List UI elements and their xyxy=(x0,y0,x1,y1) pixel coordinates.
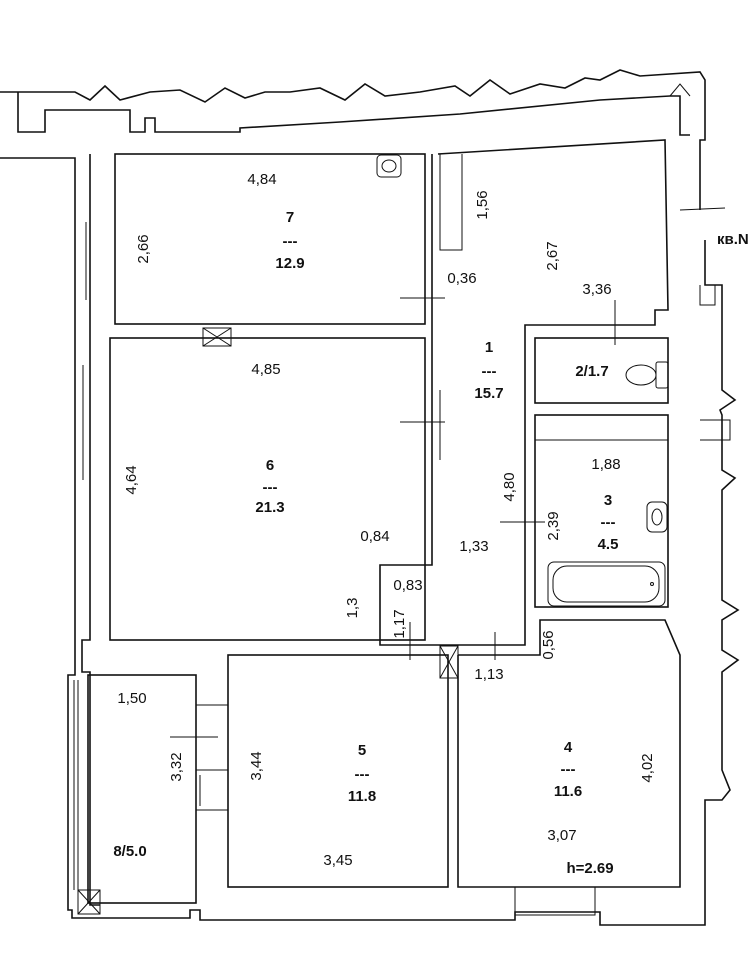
dimension-label: 0,84 xyxy=(360,528,389,545)
door-marks xyxy=(170,207,726,738)
right-facade xyxy=(704,240,740,895)
room-7-outline xyxy=(114,153,426,325)
room-8-outline xyxy=(87,674,197,904)
sink-icon xyxy=(376,154,402,178)
room-area: 4.5 xyxy=(598,536,619,553)
dimension-label: 4,85 xyxy=(251,361,280,378)
top-facade-outer xyxy=(0,69,706,210)
dimension-label: 1,88 xyxy=(591,456,620,473)
room-separator: --- xyxy=(355,766,370,783)
dimension-label: 1,17 xyxy=(391,609,408,638)
dimension-label: 3,36 xyxy=(582,281,611,298)
room-4-outline xyxy=(457,619,681,888)
room-number: 6 xyxy=(266,457,274,474)
vent-shafts xyxy=(77,327,459,915)
room-separator: --- xyxy=(561,761,576,778)
apartment-label: кв.N xyxy=(717,231,749,248)
dimension-label: 3,45 xyxy=(323,852,352,869)
room-area: 11.8 xyxy=(348,788,376,805)
left-facade xyxy=(0,157,706,926)
dimension-label: 4,64 xyxy=(123,465,140,494)
room-number: 3 xyxy=(604,492,612,509)
room-number: 5 xyxy=(358,742,366,759)
room-number: 4 xyxy=(564,739,573,756)
dimension-label: 4,02 xyxy=(639,753,656,782)
dimension-label: 0,56 xyxy=(540,630,557,659)
dimension-label: 3,44 xyxy=(248,751,265,780)
dimension-label: 1,33 xyxy=(459,538,488,555)
vent-icon xyxy=(439,645,459,679)
room-6-outline xyxy=(109,337,426,641)
fixtures xyxy=(376,154,669,607)
dimension-label: 1,13 xyxy=(474,666,503,683)
dimension-label: 4,84 xyxy=(247,171,276,188)
left-inner-wall xyxy=(81,154,100,906)
room-number: 7 xyxy=(286,209,294,226)
room-3-outline xyxy=(534,414,669,608)
room-area: 15.7 xyxy=(474,385,503,402)
dimension-label: 1,56 xyxy=(474,190,491,219)
dimension-label: 3,32 xyxy=(168,752,185,781)
dimension-label: 1,50 xyxy=(117,690,146,707)
room-number: 1 xyxy=(485,339,493,356)
room-2-label: 2/1.7 xyxy=(575,363,608,380)
room-area: 21.3 xyxy=(255,499,284,516)
dimension-label: 2,39 xyxy=(545,511,562,540)
room-separator: --- xyxy=(482,363,497,380)
ceiling-height: h=2.69 xyxy=(566,860,613,877)
room-area: 12.9 xyxy=(275,255,304,272)
sink-icon xyxy=(646,501,668,533)
dimension-labels: 4,84 2,66 1,56 2,67 0,36 3,36 4,85 4,64 … xyxy=(117,171,656,869)
room-8-label: 8/5.0 xyxy=(113,843,146,860)
interior-walls xyxy=(87,139,681,916)
vent-icon xyxy=(202,327,232,347)
dimension-label: 0,36 xyxy=(447,270,476,287)
dimension-label: 1,3 xyxy=(344,598,361,619)
room-separator: --- xyxy=(263,479,278,496)
room-separator: --- xyxy=(601,514,616,531)
dimension-label: 0,83 xyxy=(393,577,422,594)
room-separator: --- xyxy=(283,233,298,250)
bathtub-icon xyxy=(547,561,666,607)
dimension-label: 4,80 xyxy=(501,472,518,501)
dimension-label: 2,67 xyxy=(544,241,561,270)
room-area: 11.6 xyxy=(554,783,582,800)
outer-walls xyxy=(0,69,740,926)
dimension-label: 2,66 xyxy=(135,234,152,263)
toilet-icon xyxy=(625,361,669,389)
room-labels: 7 --- 12.9 6 --- 21.3 1 --- 15.7 3 --- 4… xyxy=(113,209,748,877)
room-1-outline xyxy=(379,139,669,646)
vent-icon xyxy=(77,889,101,915)
dimension-label: 3,07 xyxy=(547,827,576,844)
